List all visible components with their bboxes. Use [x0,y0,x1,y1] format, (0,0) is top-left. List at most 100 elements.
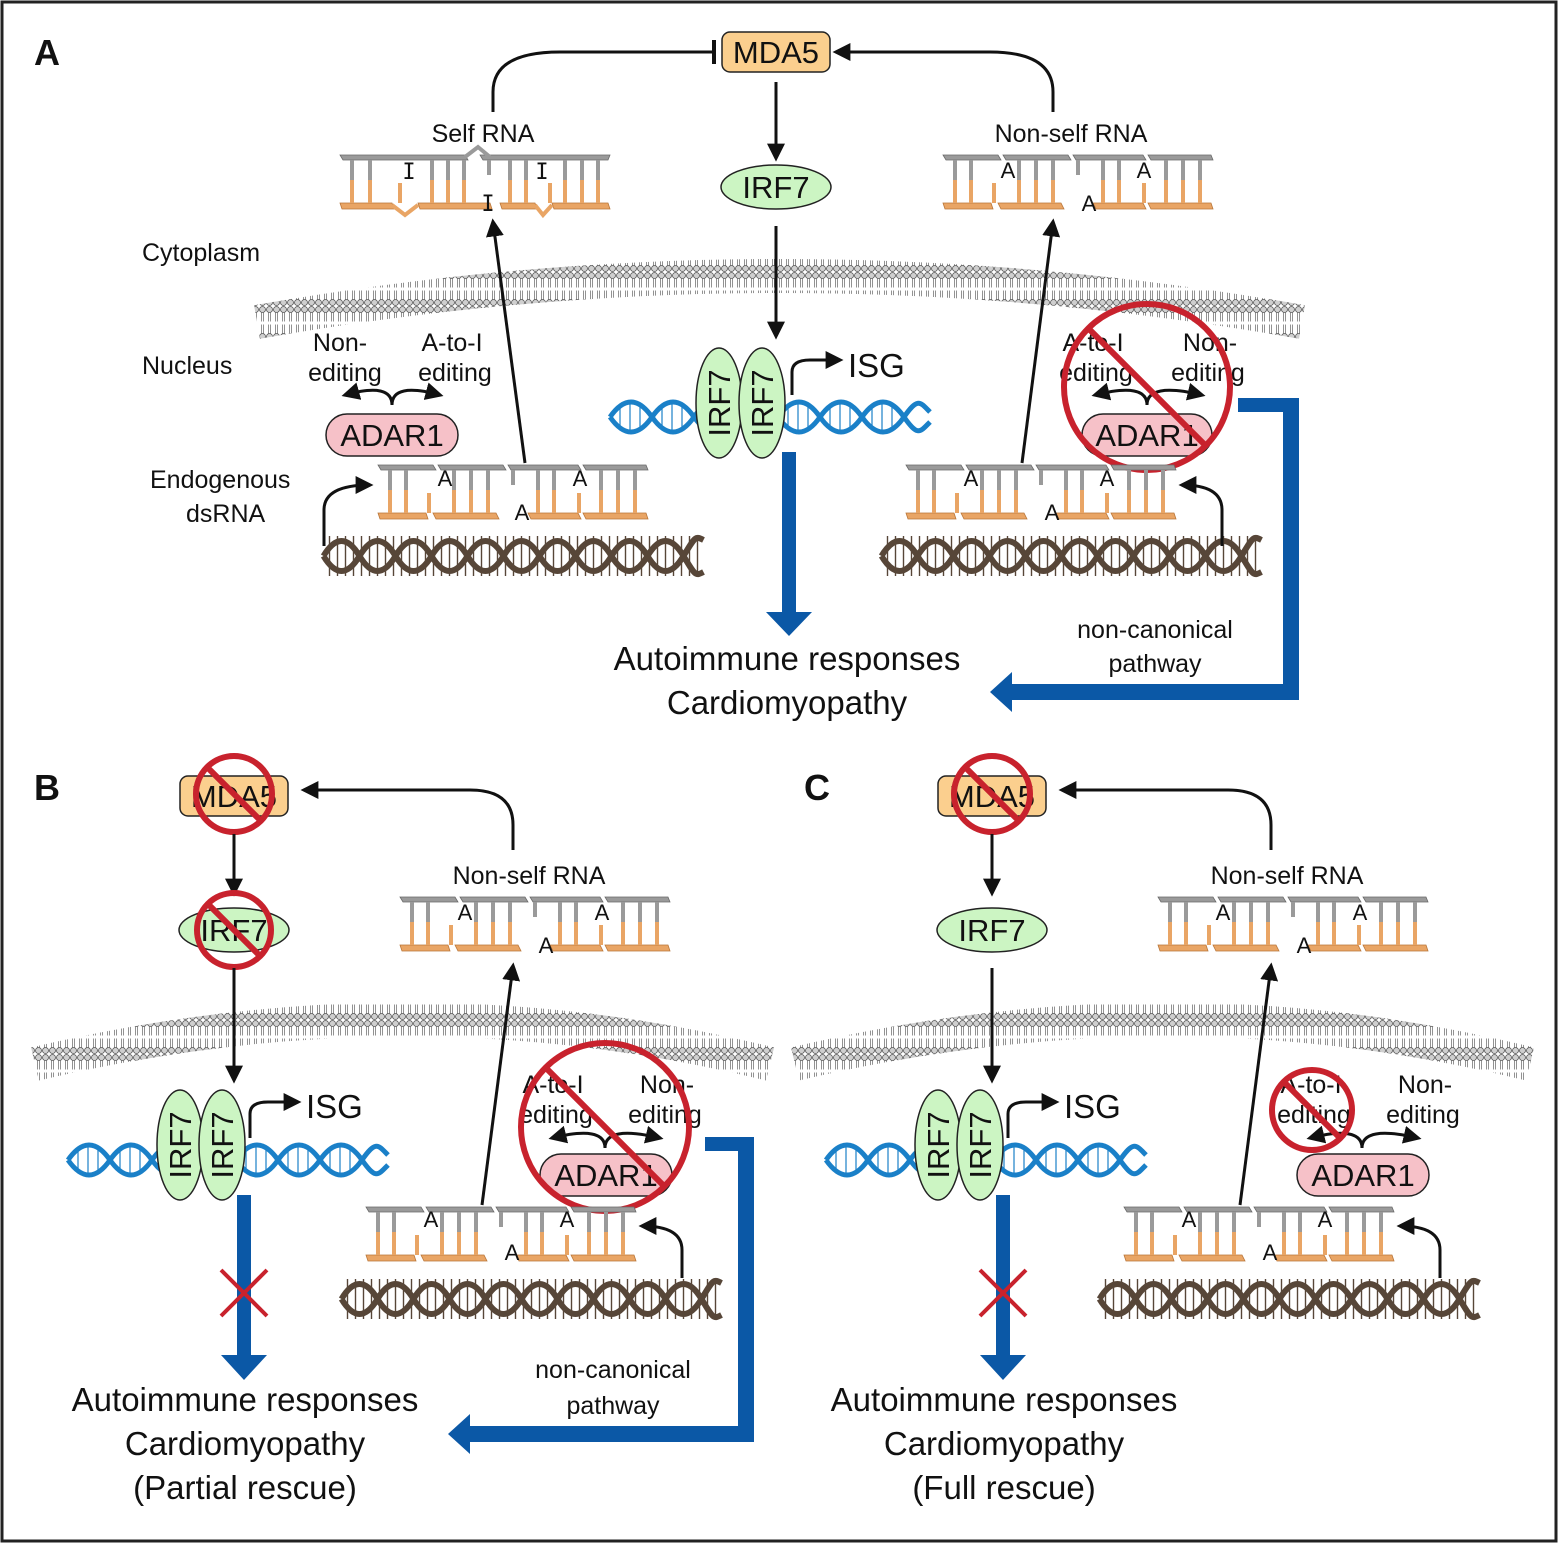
non-editing-arrow [1145,382,1206,406]
isg-transcription-arrow [790,351,844,395]
a-to-i-editing-blocked-icon [1269,1067,1355,1153]
base-a: A [458,900,473,925]
irf7-knockout-icon [194,890,274,970]
base-a: A [595,900,610,925]
a-to-i-arrow [390,382,444,406]
cell-membrane [31,1002,775,1081]
irf7-label: IRF7 [745,369,780,436]
cytoplasm-label: Cytoplasm [142,239,260,267]
isg-label: ISG [306,1088,363,1125]
non-editing-label: Non- [313,329,367,357]
non-editing-arrow [603,1125,664,1149]
non-self-rna-label: Non-self RNA [995,120,1148,148]
base-a: A [424,1207,439,1232]
outcome-label: Autoimmune responses [831,1381,1178,1418]
export-to-non-self-rna-arrow [1238,962,1279,1206]
non-canonical-label: non-canonical [1077,616,1233,644]
autoimmune-pathway-arrow [766,452,812,636]
cell-membrane [254,259,1305,339]
base-i: I [535,160,548,185]
panel-b: B MDA5 IRF7 Non-self RNA A A A [31,753,775,1506]
nucleus-label: Nucleus [142,352,232,380]
adar1-node: ADAR1 [539,1153,673,1197]
base-a: A [438,466,453,491]
self-rna-label: Self RNA [432,120,535,148]
genomic-dna [324,524,704,588]
endogenous-label-line1: Endogenous [150,466,290,494]
base-a: A [1182,1207,1197,1232]
panel-b-label: B [34,767,60,808]
outcome-label: Autoimmune responses [72,1381,419,1418]
outcome-label: Cardiomyopathy [667,684,908,721]
export-to-non-self-rna-arrow [1020,218,1061,464]
base-a: A [1353,900,1368,925]
irf7-dimer: IRF7 IRF7 [156,1089,246,1201]
nonself-rna-activates-mda5 [1058,781,1273,850]
outcome-label: Cardiomyopathy [884,1425,1125,1462]
nonself-rna-activates-mda5 [300,781,515,850]
base-a: A [1045,500,1060,525]
isg-label: ISG [848,347,905,384]
transcription-arrow [638,1217,684,1278]
base-a: A [1318,1207,1333,1232]
base-a: A [560,1207,575,1232]
export-to-non-self-rna-arrow [480,962,521,1206]
base-a: A [1137,158,1152,183]
non-self-rna-label: Non-self RNA [1211,862,1364,890]
non-canonical-label: pathway [1108,650,1202,678]
panel-a: A Cytoplasm Nucleus Endogenous dsRNA MDA… [34,31,1305,721]
transcription-arrow [322,476,374,546]
irf7-label: IRF7 [742,170,809,205]
panel-c-label: C [804,767,830,808]
a-to-i-label: editing [418,359,492,387]
cell-membrane [791,1002,1535,1081]
mda5-label: MDA5 [733,35,819,70]
non-editing-label: Non- [1398,1071,1452,1099]
genomic-dna [342,1267,722,1331]
full-rescue-label: (Full rescue) [912,1469,1095,1506]
a-to-i-label: A-to-I [421,329,482,357]
autoimmune-pathway-arrow [980,1195,1026,1380]
adar1-node: ADAR1 [1296,1153,1430,1197]
blocked-cross-icon [978,1268,1028,1318]
autoimmune-pathway-arrow [221,1195,267,1380]
base-a: A [1263,1240,1278,1265]
base-a: A [505,1240,520,1265]
non-editing-label: editing [1386,1101,1460,1129]
outcome-label: Autoimmune responses [614,640,961,677]
base-a: A [1297,933,1312,958]
base-a: A [1100,466,1115,491]
panel-c: C MDA5 IRF7 Non-self RNA A A A IRF7 IRF7 [791,753,1535,1506]
base-i: I [402,160,415,185]
isg-transcription-arrow [248,1093,302,1138]
irf7-dimer: IRF7 IRF7 [695,347,786,459]
non-editing-label: Non- [640,1071,694,1099]
non-canonical-label: non-canonical [535,1356,691,1384]
outcome-label: Cardiomyopathy [125,1425,366,1462]
self-rna-inhibits-mda5 [491,50,712,112]
panel-a-label: A [34,32,60,73]
base-a: A [1216,900,1231,925]
adar1-label: ADAR1 [1311,1158,1414,1193]
endogenous-label-line2: dsRNA [186,500,266,528]
adar1-node: ADAR1 [325,413,459,457]
irf7-dimer: IRF7 IRF7 [914,1089,1004,1201]
mda5-knockout-icon [951,753,1033,835]
base-a: A [539,933,554,958]
transcription-arrow [1178,476,1224,546]
adar1-label: ADAR1 [340,418,443,453]
non-editing-label: editing [1171,359,1245,387]
irf7-label: IRF7 [958,913,1025,948]
mda5-knockout-icon [193,753,275,835]
isg-label: ISG [1064,1088,1121,1125]
irf7-node: IRF7 [720,164,832,210]
blocked-cross-icon [219,1268,269,1318]
genomic-dna [882,524,1262,588]
partial-rescue-label: (Partial rescue) [133,1469,357,1506]
non-editing-arrow [1360,1125,1422,1149]
nonself-rna-activates-mda5 [832,43,1055,112]
irf7-label: IRF7 [963,1111,998,1178]
transcription-arrow [1396,1217,1442,1278]
irf7-label: IRF7 [702,369,737,436]
